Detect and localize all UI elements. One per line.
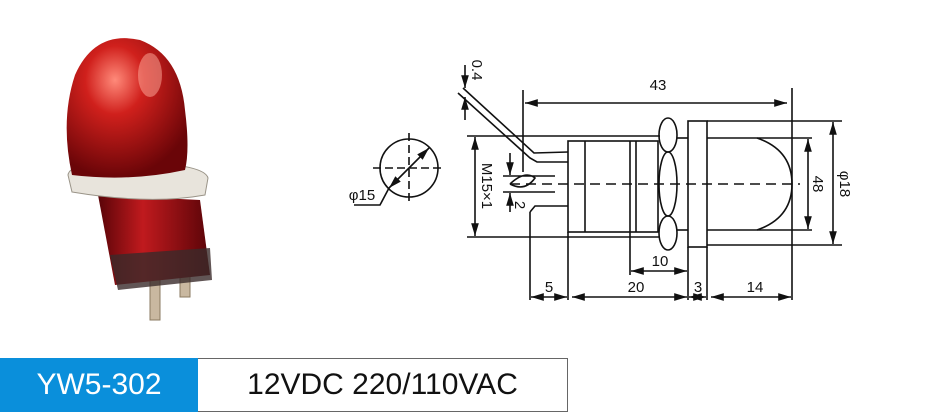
dim-overall-length: 43 (650, 77, 667, 94)
dim-nut-span: 10 (652, 253, 669, 270)
dim-lead-thickness: 0.4 (468, 60, 485, 81)
product-photo (66, 38, 212, 321)
dim-flange-thickness: 3 (694, 279, 702, 296)
dimension-drawing: φ15 0.4 43 M15×1 2 48 φ18 10 5 20 3 14 (349, 60, 853, 301)
dim-terminal-gap: 2 (511, 201, 528, 209)
dim-lens-diameter: 48 (809, 176, 826, 193)
dim-body-length: 20 (628, 279, 645, 296)
dim-flange-diameter: φ18 (836, 171, 853, 197)
model-label: YW5-302 (0, 358, 198, 412)
dim-terminal-length: 5 (545, 279, 553, 296)
dim-panel-hole: φ15 (349, 187, 375, 204)
lamp-base (110, 248, 212, 290)
panel-hole-view (354, 133, 445, 206)
voltage-spec: 12VDC 220/110VAC (198, 358, 568, 412)
dim-lens-length: 14 (747, 279, 764, 296)
dim-thread: M15×1 (478, 163, 495, 209)
